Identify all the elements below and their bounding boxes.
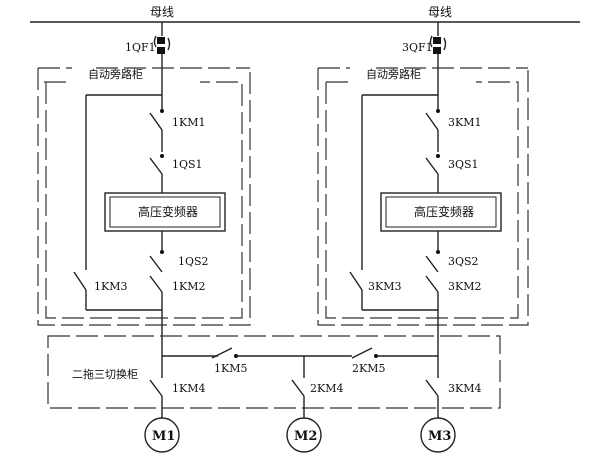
label-3qs2: 3QS2 — [448, 255, 479, 268]
label-3km4: 3KM4 — [448, 382, 481, 395]
busbar-label-right: 母线 — [428, 5, 452, 19]
svg-text:M2: M2 — [294, 429, 317, 444]
svg-text:M3: M3 — [428, 429, 451, 444]
bypass-cabinet-right-frame — [317, 67, 529, 326]
motor-m3: M3 — [420, 417, 456, 453]
label-1qf1: 1QF1 — [125, 41, 156, 54]
label-1qs1: 1QS1 — [172, 158, 203, 171]
switch-cabinet: 二拖三切换柜 1KM5 2KM5 1KM4 2KM4 3KM4 — [47, 335, 501, 418]
motor-m2: M2 — [286, 417, 322, 453]
label-1km5: 1KM5 — [214, 362, 247, 375]
right-branch: 3QF1 自动旁路柜 3KM1 3QS1 高压变频器 3QS2 3KM3 3KM… — [317, 22, 529, 378]
bypass-cabinet-right-label: 自动旁路柜 — [366, 67, 421, 81]
label-3km2: 3KM2 — [448, 280, 481, 293]
vfd-right-box — [380, 192, 502, 232]
label-1qs2: 1QS2 — [178, 255, 209, 268]
label-1km2: 1KM2 — [172, 280, 205, 293]
bypass-cabinet-left-frame — [37, 67, 251, 326]
bypass-cabinet-left-label: 自动旁路柜 — [88, 67, 143, 81]
vfd-left-label: 高压变频器 — [138, 204, 198, 219]
busbar-label-left: 母线 — [150, 5, 174, 19]
left-branch: 1QF1 自动旁路柜 1KM1 1QS1 高压变频器 1QS2 1KM3 — [37, 22, 251, 378]
label-2km5: 2KM5 — [352, 362, 385, 375]
label-3km1: 3KM1 — [448, 116, 481, 129]
label-3qf1: 3QF1 — [402, 41, 433, 54]
motor-m1: M1 — [144, 417, 180, 453]
label-3km3: 3KM3 — [368, 280, 401, 293]
label-3qs1: 3QS1 — [448, 158, 479, 171]
breaker-3qf1 — [433, 37, 441, 44]
label-1km1: 1KM1 — [172, 116, 205, 129]
breaker-1qf1 — [157, 37, 165, 44]
switch-cabinet-frame — [47, 335, 501, 409]
label-1km3: 1KM3 — [94, 280, 127, 293]
label-2km4: 2KM4 — [310, 382, 343, 395]
vfd-left-box — [104, 192, 226, 232]
label-1km4: 1KM4 — [172, 382, 205, 395]
vfd-right-label: 高压变频器 — [414, 204, 474, 219]
svg-text:M1: M1 — [152, 429, 175, 444]
switch-cabinet-label: 二拖三切换柜 — [72, 367, 138, 381]
